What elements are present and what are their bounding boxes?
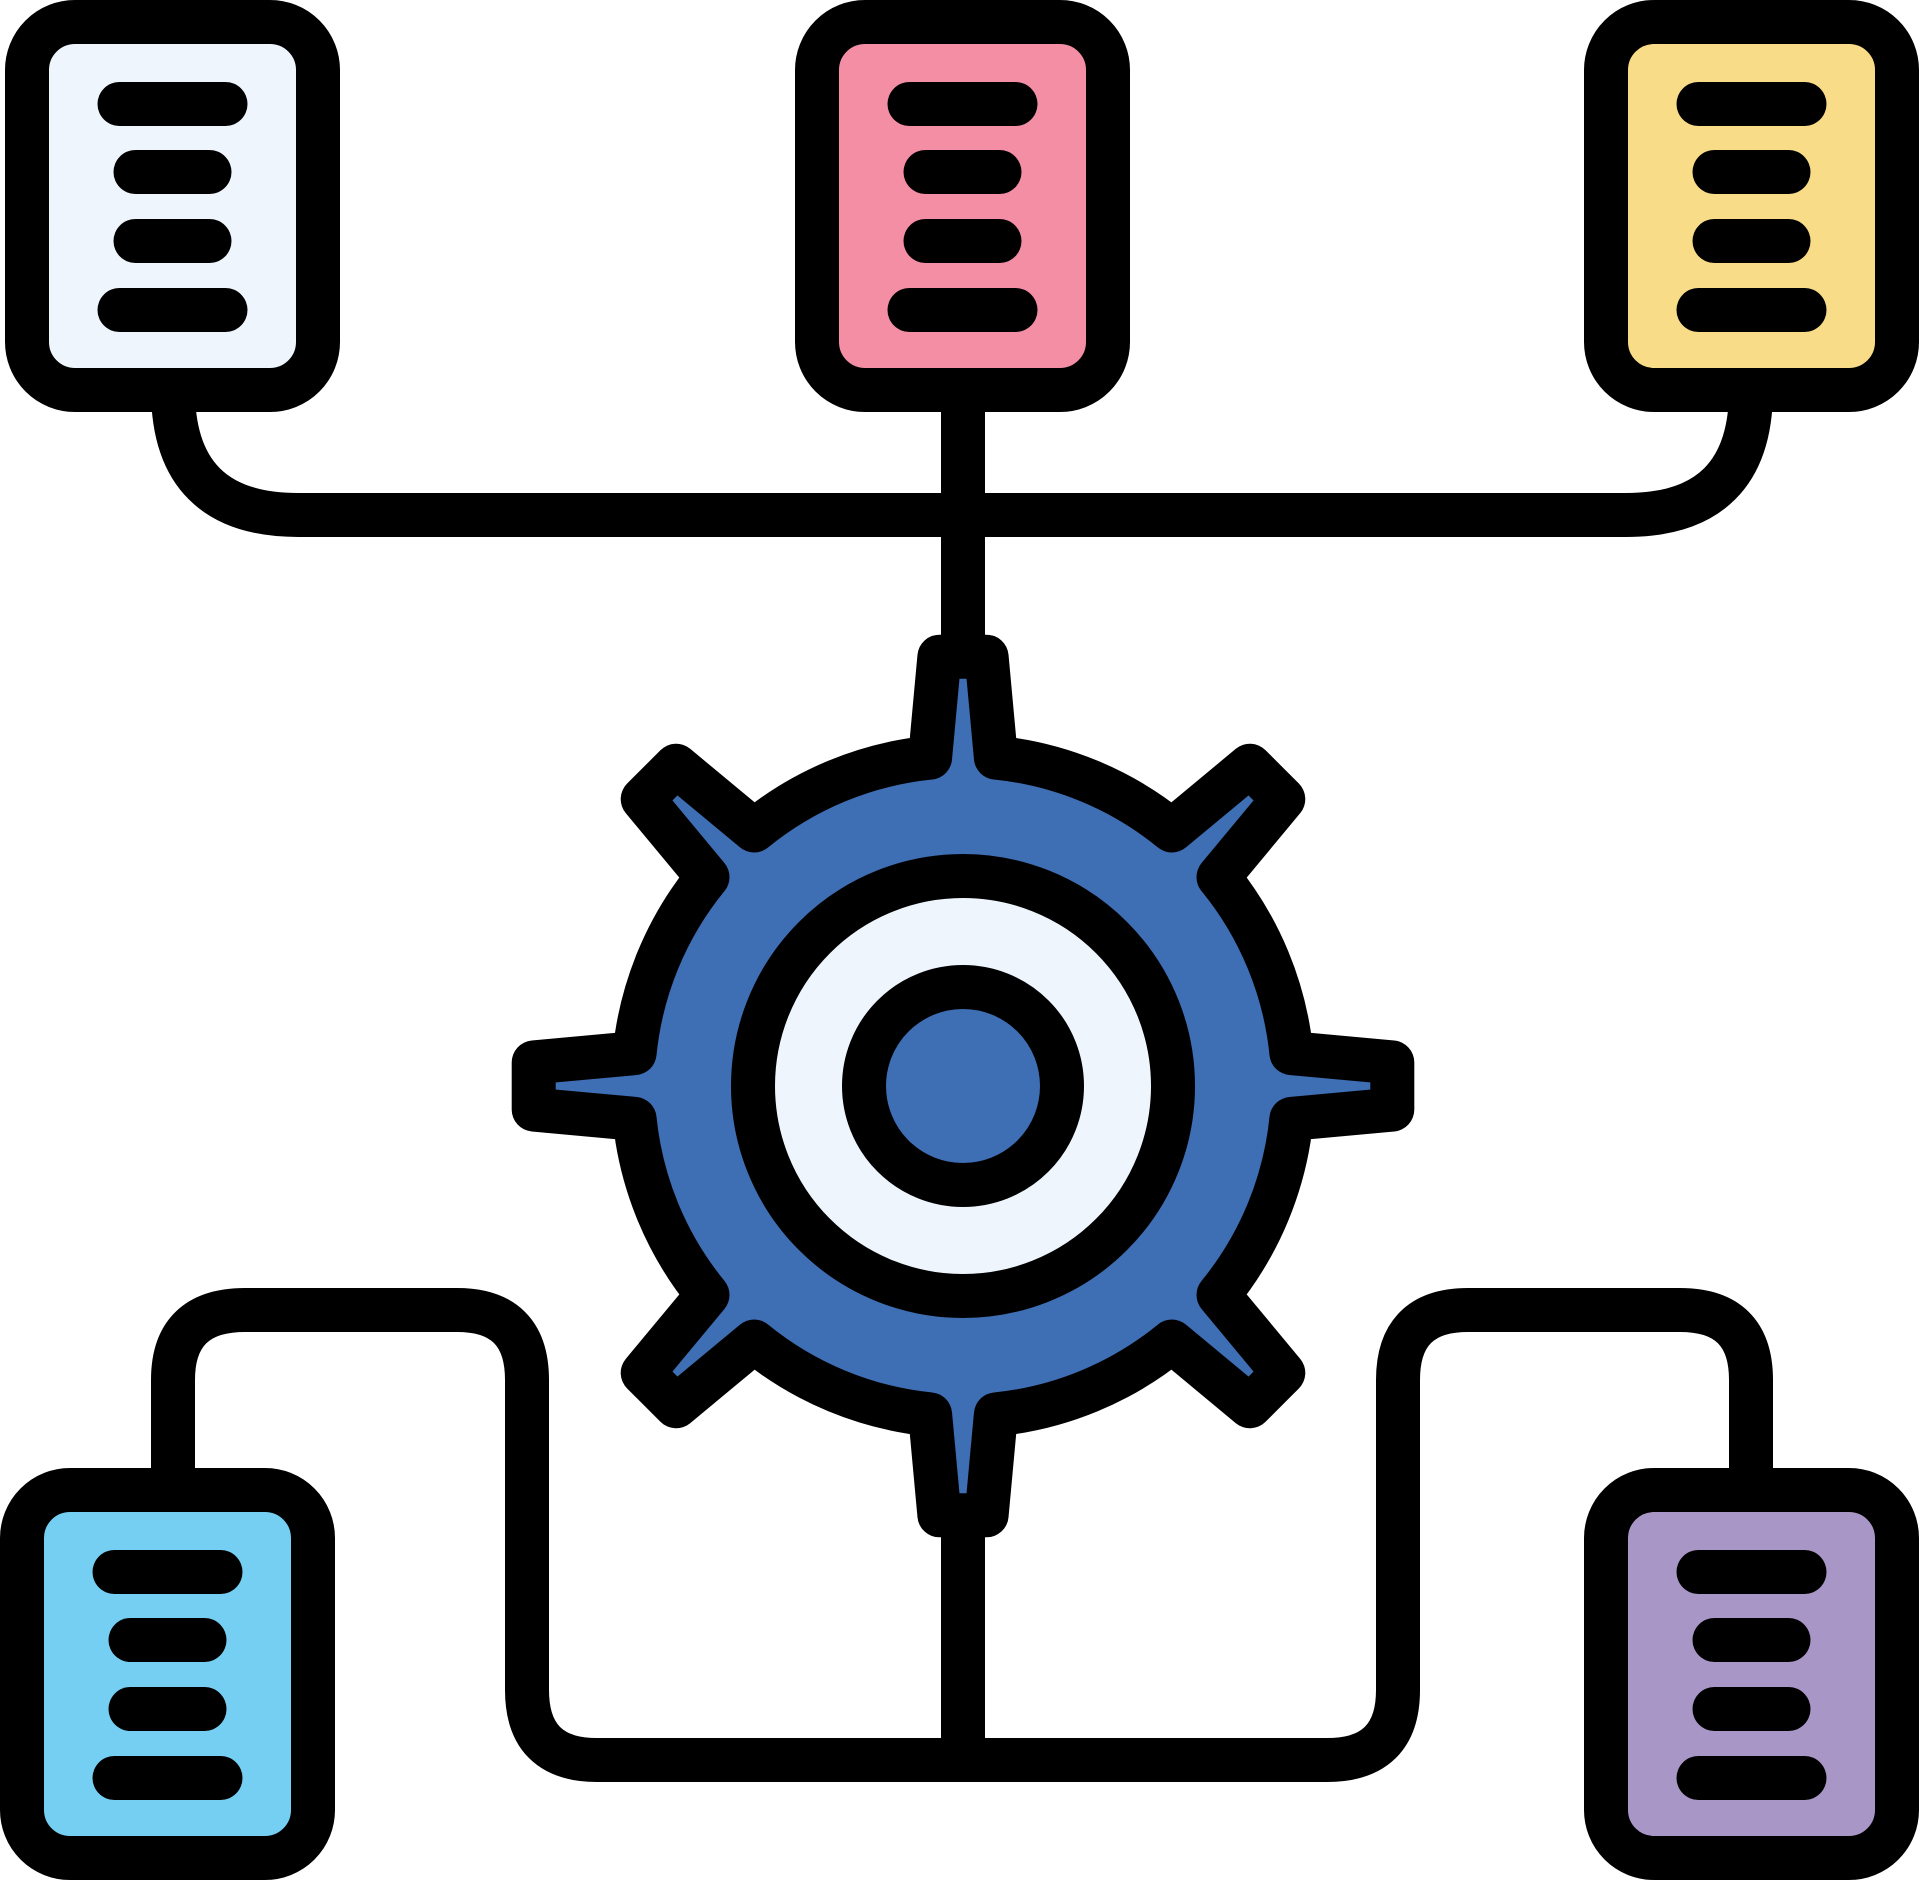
doc-bottom-right [1584, 1468, 1919, 1880]
connectors [151, 368, 1773, 1782]
connector-bottom-right [941, 1288, 1773, 1782]
connector-top-right [941, 368, 1773, 537]
doc-top-left [5, 0, 340, 412]
doc-bottom-left [0, 1468, 335, 1880]
doc-top-right [1584, 0, 1919, 412]
document-icon [1584, 0, 1919, 412]
document-icon [0, 1468, 335, 1880]
center-gear [511, 634, 1415, 1538]
doc-top-center [795, 0, 1130, 412]
connector-bottom-left [151, 1288, 985, 1782]
gear-hub [842, 965, 1084, 1207]
document-icon [1584, 1468, 1919, 1880]
connector-top-left [151, 368, 985, 537]
document-icon [5, 0, 340, 412]
document-icon [795, 0, 1130, 412]
